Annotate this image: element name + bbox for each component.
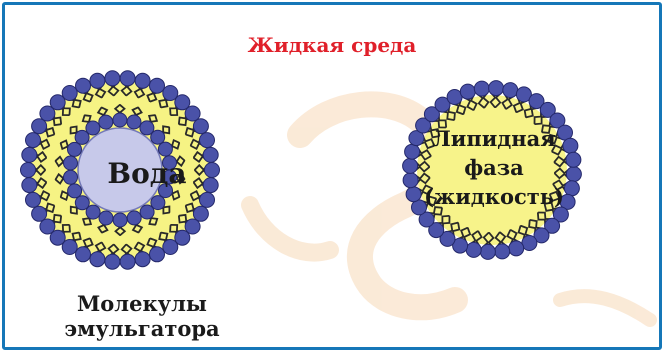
emulsifier-head xyxy=(76,247,91,262)
emulsifier-head xyxy=(68,184,82,198)
emulsifier-head xyxy=(406,187,421,202)
emulsifier-head xyxy=(140,205,154,219)
water-core-label: Вода xyxy=(107,157,186,190)
emulsifier-head xyxy=(90,73,105,88)
emulsifier-head xyxy=(193,119,208,134)
emulsifier-head xyxy=(120,254,135,269)
emulsifier-head xyxy=(135,252,150,267)
emulsifier-head xyxy=(22,147,37,162)
emulsifier-head xyxy=(62,86,77,101)
emulsifier-head xyxy=(99,115,113,129)
micelle-lipid-droplet: Липидная фаза (жидкость) xyxy=(403,81,582,260)
emulsifier-head xyxy=(113,213,127,227)
emulsifier-head xyxy=(26,133,41,148)
emulsifier-head xyxy=(466,242,481,257)
emulsifier-head xyxy=(105,71,120,86)
emulsifier-head xyxy=(503,83,518,98)
emulsifier-head xyxy=(403,173,418,188)
emulsifier-head xyxy=(566,152,581,167)
emulsifier-head xyxy=(90,252,105,267)
emulsifier-head xyxy=(113,113,127,127)
emulsifier-head xyxy=(405,144,420,159)
emulsifier-head xyxy=(193,206,208,221)
lipid-core-label-line3: (жидкость) xyxy=(424,184,564,209)
emulsifier-head xyxy=(163,240,178,255)
emulsifier-head xyxy=(158,142,172,156)
emulsifier-head xyxy=(150,78,165,93)
emulsifier-head xyxy=(75,196,89,210)
emulsifier-head xyxy=(200,192,215,207)
emulsifier-head xyxy=(480,244,495,259)
emulsifier-head xyxy=(205,163,220,178)
emulsifier-head xyxy=(563,138,578,153)
emulsifier-head xyxy=(21,163,36,178)
emulsifier-head xyxy=(64,156,78,170)
emulsifier-head xyxy=(68,142,82,156)
emulsifier-caption-line1: Молекулы xyxy=(77,291,207,316)
emulsifier-head xyxy=(566,167,581,182)
lipid-core-label-line2: фаза xyxy=(464,155,524,180)
emulsifier-head xyxy=(495,244,510,259)
emulsifier-caption-line2: эмульгатора xyxy=(64,316,220,341)
emulsifier-head xyxy=(564,181,579,196)
lipid-core-label-line1: Липидная xyxy=(432,126,556,151)
emulsifier-head xyxy=(127,211,141,225)
emulsifier-head xyxy=(64,170,78,184)
emulsifier-head xyxy=(26,192,41,207)
emulsifier-head xyxy=(185,106,200,121)
emulsifier-head xyxy=(105,254,120,269)
reverse-micelle-water-droplet: Вода Молекулы эмульгатора xyxy=(21,71,221,344)
emulsifier-head xyxy=(32,119,47,134)
emulsifier-head xyxy=(32,206,47,221)
emulsifier-head xyxy=(127,115,141,129)
emulsifier-head xyxy=(22,178,37,193)
emulsifier-head xyxy=(150,247,165,262)
emulsifier-head xyxy=(509,241,524,256)
emulsifier-head xyxy=(474,81,489,96)
emulsifier-head xyxy=(86,121,100,135)
emulsifier-head xyxy=(203,147,218,162)
emulsifier-head xyxy=(120,71,135,86)
emulsifier-head xyxy=(200,133,215,148)
diagram-title: Жидкая среда xyxy=(248,33,417,57)
emulsifier-head xyxy=(151,130,165,144)
emulsifier-head xyxy=(135,73,150,88)
emulsifier-head xyxy=(99,211,113,225)
emulsifier-head xyxy=(489,81,504,96)
emulsifier-head xyxy=(76,78,91,93)
emulsifier-head xyxy=(203,178,218,193)
emulsifier-head xyxy=(403,158,418,173)
emulsifier-head xyxy=(40,219,55,234)
emulsifier-head xyxy=(460,84,475,99)
